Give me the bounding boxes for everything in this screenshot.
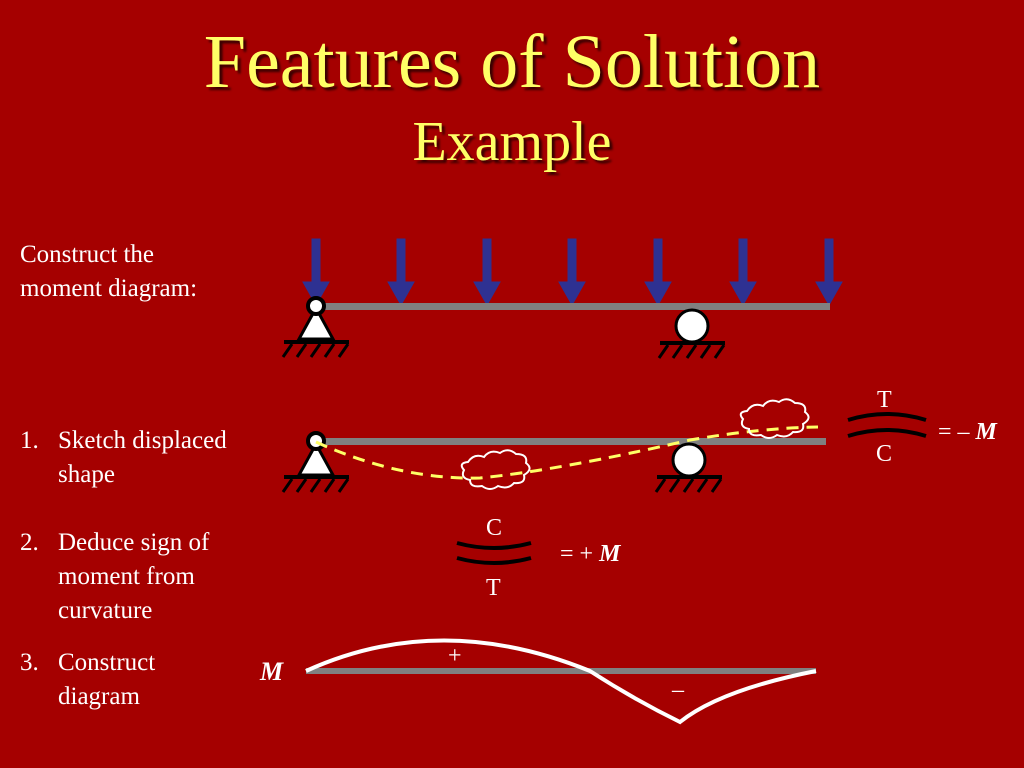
- positive-moment-symbol: M: [599, 541, 621, 567]
- pin-support-icon: [281, 296, 350, 358]
- step-1-number: 1.: [20, 427, 39, 454]
- intro-line-2: moment diagram:: [20, 275, 198, 302]
- step-3-line-1: Construct: [58, 649, 156, 676]
- step-3-line-2: diagram: [58, 683, 140, 710]
- hogging-curvature-icon: [847, 412, 927, 438]
- negative-moment-equation: = – M: [938, 418, 997, 446]
- load-arrow-icon: [387, 238, 415, 307]
- sagging-bottom-label: T: [486, 575, 501, 601]
- step-2-line-2: moment from: [58, 563, 195, 590]
- load-arrow-icon: [302, 238, 330, 307]
- moment-axis-label: M: [260, 657, 284, 686]
- load-arrow-icon: [558, 238, 586, 307]
- step-1-line-1: Sketch displaced: [58, 427, 227, 454]
- negative-moment-symbol: M: [975, 419, 997, 445]
- moment-curve: [305, 638, 817, 725]
- sagging-top-label: C: [486, 515, 503, 541]
- load-arrow-icon: [815, 238, 843, 307]
- displaced-shape-beam: [281, 398, 826, 493]
- step-1-line-2: shape: [58, 461, 115, 488]
- step-2-number: 2.: [20, 529, 39, 556]
- sagging-curvature-icon: [456, 541, 532, 565]
- positive-moment-equation: = + M: [560, 540, 620, 568]
- positive-moment-equals: = +: [560, 541, 594, 567]
- positive-region-sign: +: [448, 643, 462, 669]
- hogging-top-label: T: [877, 387, 892, 413]
- deflected-shape-line: [315, 425, 819, 480]
- hogging-region-cloud-icon: [739, 398, 810, 439]
- sagging-region-cloud-icon: [460, 449, 531, 490]
- distributed-load-arrows: [302, 238, 843, 307]
- beam: [316, 438, 826, 445]
- slide-subtitle: Example: [412, 111, 612, 173]
- step-2-line-3: curvature: [58, 597, 153, 624]
- load-arrow-icon: [644, 238, 672, 307]
- negative-region-sign: –: [672, 677, 684, 703]
- slide-title: Features of Solution: [203, 20, 821, 104]
- intro-line-1: Construct the: [20, 241, 155, 268]
- hogging-bottom-label: C: [876, 441, 893, 467]
- beam: [316, 303, 830, 310]
- step-2-line-1: Deduce sign of: [58, 529, 210, 556]
- pin-support-icon: [281, 431, 350, 493]
- loaded-beam: [281, 238, 843, 359]
- load-arrow-icon: [729, 238, 757, 307]
- moment-diagram: [305, 638, 817, 725]
- step-3-number: 3.: [20, 649, 39, 676]
- roller-support-icon: [657, 308, 726, 359]
- negative-moment-equals: = –: [938, 419, 970, 445]
- moment-diagram-baseline: [306, 668, 816, 674]
- load-arrow-icon: [473, 238, 501, 307]
- roller-support-icon: [654, 442, 723, 493]
